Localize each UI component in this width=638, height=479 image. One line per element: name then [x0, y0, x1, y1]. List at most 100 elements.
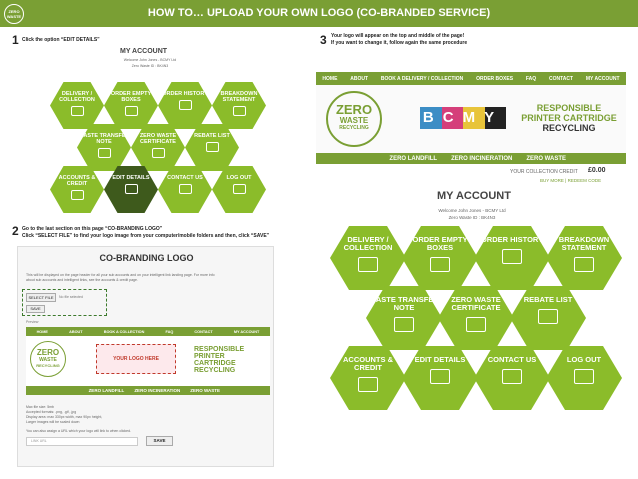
- hex-rebate-list-small[interactable]: REBATE LIST: [185, 124, 239, 171]
- history-icon: [178, 100, 192, 110]
- certificate-icon: [151, 148, 165, 158]
- welcome-text-small: Welcome John Jones - BCMY Ltd: [123, 58, 177, 62]
- my-account-heading: MY ACCOUNT: [437, 190, 511, 202]
- hex-contact-us[interactable]: CONTACT US: [474, 346, 550, 410]
- nav-item-home[interactable]: HOME: [36, 329, 48, 334]
- document-icon: [394, 317, 414, 332]
- zero-waste-logo: ZERO WASTE RECYCLING: [326, 91, 382, 147]
- step-1-text: Click the option “EDIT DETAILS”: [22, 37, 100, 43]
- list-icon: [538, 309, 558, 324]
- hex-label: ORDER EMPTY BOXES: [110, 91, 152, 103]
- nav-bar: HOME ABOUT BOOK A DELIVERY / COLLECTION ORD…: [316, 72, 626, 85]
- nav-item-about[interactable]: ABOUT: [350, 75, 369, 82]
- cobranding-panel: CO-BRANDING LOGO This will be displayed …: [17, 246, 274, 467]
- step-2-text-2: Click “SELECT FILE” to find your logo im…: [22, 233, 270, 239]
- step-3-text-2: If you want to change it, follow again t…: [331, 40, 468, 46]
- hex-order-empty-boxes-small[interactable]: ORDER EMPTY BOXES: [104, 82, 158, 129]
- nav-item-book-a-delivery-collection[interactable]: BOOK A DELIVERY / COLLECTION: [380, 75, 464, 82]
- nav-item-contact[interactable]: CONTACT: [194, 329, 213, 334]
- nav-item-contact[interactable]: CONTACT: [548, 75, 574, 82]
- hex-breakdown-statement[interactable]: BREAKDOWN STATEMENT: [546, 226, 622, 290]
- hex-label: EDIT DETAILS: [414, 355, 466, 364]
- credit-links[interactable]: BUY MORE | REDEEM CODE: [540, 178, 602, 183]
- link-note: You can also assign a URL which your log…: [26, 429, 131, 433]
- hex-waste-transfer-note-small[interactable]: WASTE TRANSFER NOTE: [77, 124, 131, 171]
- hex-edit-details-small[interactable]: EDIT DETAILS: [104, 166, 158, 213]
- nav-item-book-a-collection[interactable]: BOOK A COLLECTION: [103, 329, 145, 334]
- banner-footer-small: ZERO LANDFILL ZERO INCINERATION ZERO WASTE: [26, 386, 270, 395]
- preview-banner: ZERO WASTE RECYCLING YOUR LOGO HERE RESP…: [26, 336, 270, 386]
- hex-label: CONTACT US: [487, 355, 537, 364]
- select-file-button[interactable]: SELECT FILE: [26, 293, 56, 302]
- nav-item-zero-waste[interactable]: ZERO WASTE: [526, 155, 566, 162]
- zwid-text: Zero Waste ID : BK4N3: [448, 215, 496, 220]
- hex-waste-transfer-note[interactable]: WASTE TRANSFER NOTE: [366, 286, 442, 350]
- nav-bar-small: HOME ABOUT BOOK A COLLECTION FAQ CONTACT MY A…: [26, 327, 270, 336]
- credit-value: £0.00: [588, 167, 606, 174]
- nav-item-faq[interactable]: FAQ: [525, 75, 537, 82]
- truck-icon: [358, 257, 378, 272]
- hex-zero-waste-certificate[interactable]: ZERO WASTE CERTIFICATE: [438, 286, 514, 350]
- logo-placeholder: YOUR LOGO HERE: [96, 344, 176, 374]
- coins-icon: [70, 190, 84, 200]
- my-account-heading-small: MY ACCOUNT: [120, 48, 168, 55]
- hex-order-history-small[interactable]: ORDER HISTORY: [158, 82, 212, 129]
- nav-item-zero-landfill[interactable]: ZERO LANDFILL: [88, 388, 125, 393]
- hex-rebate-list[interactable]: REBATE LIST: [510, 286, 586, 350]
- hex-label: EDIT DETAILS: [112, 175, 150, 181]
- step-1-number: 1: [12, 33, 19, 47]
- cobranding-description: This will be displayed on the page heade…: [26, 273, 215, 282]
- nav-item-zero-waste[interactable]: ZERO WASTE: [190, 388, 220, 393]
- coins-icon: [358, 377, 378, 392]
- hex-label: CONTACT US: [167, 175, 203, 181]
- no-file-text: No file selected: [59, 295, 83, 299]
- chart-icon: [232, 106, 246, 116]
- hex-log-out[interactable]: LOG OUT: [546, 346, 622, 410]
- box-icon: [124, 106, 138, 116]
- link-url-input[interactable]: LINK URL: [26, 437, 138, 446]
- hex-log-out-small[interactable]: LOG OUT: [212, 166, 266, 213]
- nav-item-home[interactable]: HOME: [322, 75, 338, 82]
- hex-delivery-collection[interactable]: DELIVERY / COLLECTION: [330, 226, 406, 290]
- title-bar: [0, 0, 638, 27]
- hex-breakdown-statement-small[interactable]: BREAKDOWN STATEMENT: [212, 82, 266, 129]
- nav-item-order-boxes[interactable]: ORDER BOXES: [476, 75, 514, 82]
- save-button[interactable]: SAVE: [26, 305, 45, 313]
- hex-delivery-collection-small[interactable]: DELIVERY / COLLECTION: [50, 82, 104, 129]
- step-3-number: 3: [320, 33, 327, 47]
- hex-contact-us-small[interactable]: CONTACT US: [158, 166, 212, 213]
- hex-order-history[interactable]: ORDER HISTORY: [474, 226, 550, 290]
- zwid-text-small: Zero Waste ID : BK4N3: [131, 64, 169, 68]
- hex-label: LOG OUT: [226, 175, 252, 181]
- upload-highlight-box: [22, 289, 107, 316]
- nav-item-my-account[interactable]: MY ACCOUNT: [233, 329, 260, 334]
- nav-item-zero-incineration[interactable]: ZERO INCINERATION: [451, 155, 513, 162]
- edit-icon: [430, 369, 450, 384]
- save-link-button[interactable]: SAVE: [146, 436, 173, 446]
- nav-item-zero-landfill[interactable]: ZERO LANDFILL: [389, 155, 438, 162]
- hex-label: ORDER HISTORY: [480, 235, 544, 244]
- step-2-text: Go to the last section on this page “CO-…: [22, 226, 163, 232]
- hex-label: REBATE LIST: [523, 295, 573, 304]
- door-icon: [574, 369, 594, 384]
- hex-edit-details[interactable]: EDIT DETAILS: [402, 346, 478, 410]
- step-3-text: Your logo will appear on the top and mid…: [331, 33, 465, 39]
- nav-item-faq[interactable]: FAQ: [165, 329, 174, 334]
- hex-label: LOG OUT: [566, 355, 602, 364]
- nav-item-my-account[interactable]: MY ACCOUNT: [585, 75, 620, 82]
- hex-accounts-credit-small[interactable]: ACCOUNTS & CREDIT: [50, 166, 104, 213]
- hex-order-empty-boxes[interactable]: ORDER EMPTY BOXES: [402, 226, 478, 290]
- nav-item-about[interactable]: ABOUT: [69, 329, 83, 334]
- hex-accounts-credit[interactable]: ACCOUNTS & CREDIT: [330, 346, 406, 410]
- hex-label: ORDER EMPTY BOXES: [412, 235, 468, 252]
- cobranding-title: CO-BRANDING LOGO: [99, 253, 194, 263]
- page-title: HOW TO… UPLOAD YOUR OWN LOGO (CO-BRANDED…: [147, 7, 491, 19]
- hex-label: ORDER HISTORY: [162, 91, 208, 97]
- hex-label: REBATE LIST: [194, 133, 230, 139]
- welcome-text: Welcome John Jones - BCMY Ltd: [438, 208, 506, 213]
- nav-item-zero-incineration[interactable]: ZERO INCINERATION: [134, 388, 181, 393]
- hex-zero-waste-certificate-small[interactable]: ZERO WASTE CERTIFICATE: [131, 124, 185, 171]
